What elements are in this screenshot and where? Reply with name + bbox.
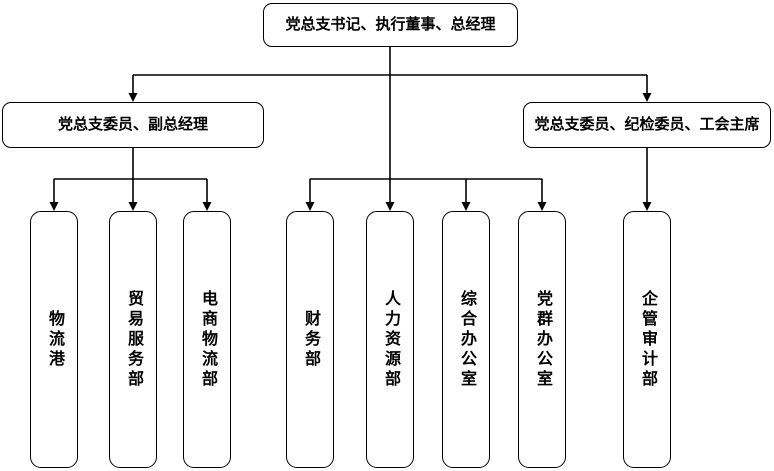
- arrowhead-dept-7: [537, 202, 547, 211]
- arrowheads: [49, 93, 652, 211]
- node-manager-right-label: 党总支委员、纪检委员、工会主席: [534, 115, 760, 133]
- node-dept-human-resources: 人力资源部: [366, 211, 414, 468]
- node-dept-party-mass-office: 党群办公室: [518, 211, 566, 468]
- node-dept-ecommerce-logistics: 电商物流部: [183, 211, 231, 468]
- node-dept-finance: 财务部: [286, 211, 334, 468]
- dept-label: 党群办公室: [534, 289, 551, 390]
- arrowhead-right-manager: [642, 93, 652, 102]
- dept-label: 财务部: [302, 309, 319, 370]
- arrowhead-dept-3: [202, 202, 212, 211]
- dept-label: 企管审计部: [639, 289, 656, 390]
- node-dept-general-office: 综合办公室: [442, 211, 490, 468]
- arrowhead-dept-2: [128, 202, 138, 211]
- dept-label: 人力资源部: [382, 289, 399, 390]
- node-root-label: 党总支书记、执行董事、总经理: [285, 15, 496, 33]
- arrowhead-dept-1: [49, 202, 59, 211]
- dept-label: 电商物流部: [199, 289, 216, 390]
- node-manager-left: 党总支委员、副总经理: [2, 102, 264, 148]
- arrowhead-dept-6: [461, 202, 471, 211]
- node-root: 党总支书记、执行董事、总经理: [263, 3, 518, 47]
- node-dept-trade-service: 贸易服务部: [109, 211, 157, 468]
- arrowhead-dept-8: [642, 202, 652, 211]
- arrowhead-dept-4: [305, 202, 315, 211]
- node-manager-left-label: 党总支委员、副总经理: [57, 115, 208, 133]
- dept-label: 综合办公室: [458, 289, 475, 390]
- connector-strokes: [53, 47, 648, 204]
- dept-label: 贸易服务部: [125, 289, 142, 390]
- node-dept-logistics-port: 物流港: [30, 211, 78, 468]
- arrowhead-dept-5: [385, 202, 395, 211]
- arrowhead-left-manager: [128, 93, 138, 102]
- node-dept-enterprise-audit: 企管审计部: [623, 211, 671, 468]
- dept-label: 物流港: [46, 309, 63, 370]
- node-manager-right: 党总支委员、纪检委员、工会主席: [523, 102, 771, 148]
